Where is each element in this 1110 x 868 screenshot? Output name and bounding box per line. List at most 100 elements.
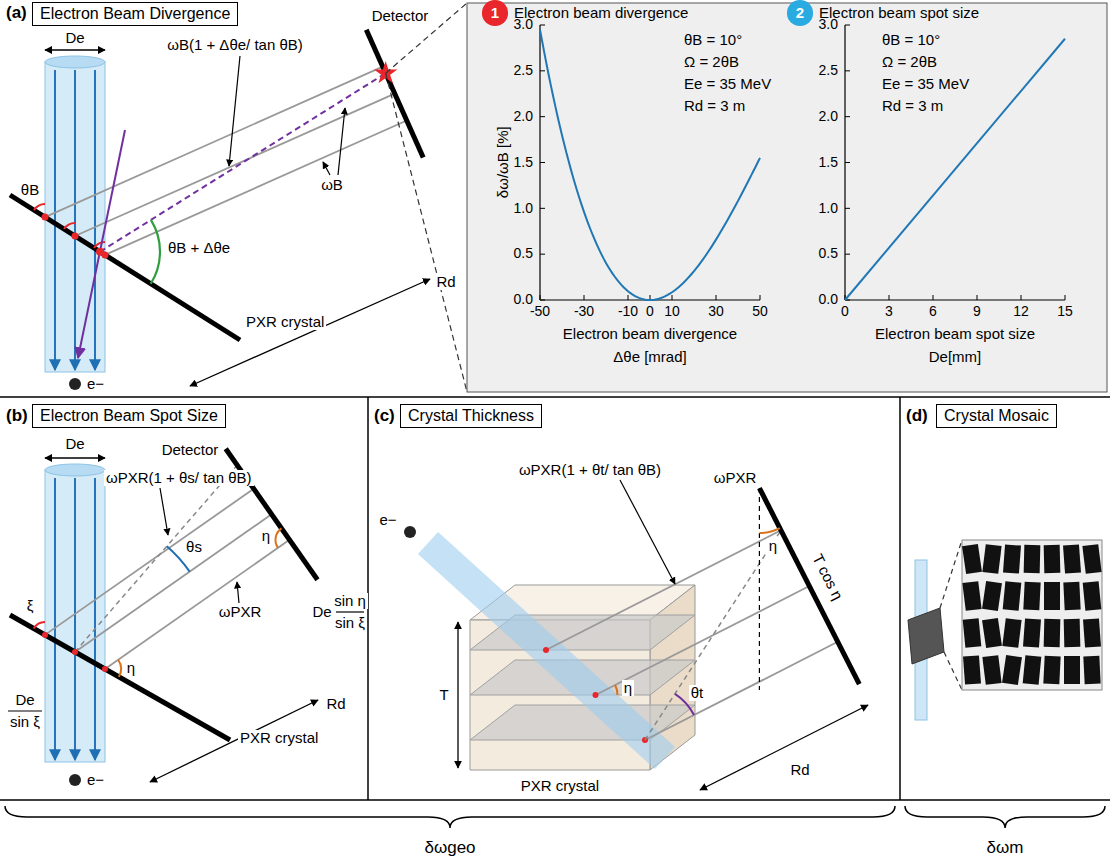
zoom-line	[940, 540, 962, 608]
figure-label: sin ξ	[8, 714, 42, 731]
distance-arrow	[700, 705, 868, 790]
thickness-arrow	[457, 622, 458, 768]
figure-label: PXR crystal	[244, 314, 326, 331]
tick	[584, 295, 585, 300]
zoom-box	[962, 540, 1102, 690]
beam-arrow	[54, 478, 56, 760]
figure-label: η	[622, 680, 634, 697]
figure-label: Electron beam spot size	[873, 326, 1037, 343]
mosaic-block	[962, 544, 982, 574]
angle-arc	[151, 220, 160, 284]
mosaic-block	[1003, 544, 1021, 573]
figure-label: 0	[644, 304, 656, 319]
figure-label: θs	[184, 539, 204, 556]
node-text: Electron Beam Spot Size	[40, 407, 218, 425]
panel-border	[899, 397, 901, 800]
beam-arrow	[74, 70, 76, 370]
figure-label: T	[437, 687, 450, 704]
beam-arrow	[94, 70, 96, 370]
figure-label: De	[63, 30, 86, 47]
panel-border	[0, 396, 1110, 398]
diffracted-ray	[75, 94, 395, 236]
distance-arrow	[190, 279, 430, 386]
angle-arc	[64, 223, 75, 229]
mosaic-block	[1064, 656, 1080, 684]
dot	[72, 649, 78, 655]
mosaic-block	[982, 581, 1002, 611]
diffracted-ray	[75, 514, 272, 652]
detector	[759, 488, 859, 684]
mosaic-block	[1063, 544, 1081, 573]
electron-beam	[428, 543, 665, 758]
diffracted-ray	[105, 121, 407, 255]
panel-title-box: Electron Beam Divergence	[32, 2, 238, 26]
figure-label: δωm	[985, 839, 1026, 858]
mosaic-block	[1002, 655, 1022, 685]
mosaic-block	[1043, 656, 1060, 685]
figure-label: 1.0	[512, 201, 535, 216]
figure-label: Electron beam spot size	[817, 5, 981, 22]
tick	[1065, 295, 1066, 300]
angle-arc	[275, 528, 281, 547]
dot	[72, 232, 79, 239]
figure-label: (a)	[4, 4, 29, 23]
tick	[716, 295, 717, 300]
figure-label: Detector	[370, 8, 431, 25]
pxr-crystal	[10, 195, 240, 340]
mosaic-crystal	[908, 608, 944, 664]
mosaic-block	[1003, 581, 1022, 610]
dimension-arrow	[45, 49, 105, 50]
figure-label: 50	[750, 304, 770, 319]
figure-label: 15	[1055, 304, 1075, 319]
figure-label: -10	[616, 304, 640, 319]
angle-arc	[615, 685, 617, 695]
zoom-line	[386, 73, 467, 392]
figure-label: (c)	[372, 407, 397, 426]
tick	[845, 70, 850, 71]
figure-label: sin ξ	[333, 615, 367, 632]
dot	[404, 526, 416, 538]
angle-arc	[759, 528, 779, 533]
mosaic-block	[1024, 545, 1041, 573]
converging-ray	[75, 465, 237, 652]
figure-label: 0	[839, 304, 851, 319]
tick	[540, 300, 545, 301]
vertical-guide	[759, 488, 760, 690]
figure-label: θB = 10°	[880, 32, 942, 49]
figure-label: 0.5	[817, 246, 840, 261]
mosaic-block	[1044, 545, 1061, 573]
pxr-crystal	[10, 615, 230, 740]
mosaic-block	[982, 655, 1001, 685]
figure-label: De	[310, 604, 333, 621]
dot	[96, 248, 104, 256]
beam-arrow	[94, 478, 96, 760]
converging-ray	[645, 530, 781, 740]
figure-label: Ee = 35 MeV	[682, 76, 773, 93]
mosaic-block	[1023, 582, 1040, 611]
figure-label: De	[13, 692, 36, 709]
callout-number: 2	[787, 0, 812, 25]
figure-label: e−	[85, 376, 106, 393]
tick	[540, 208, 545, 209]
beam-arrow	[74, 478, 76, 760]
curly-brace	[905, 806, 1105, 828]
figure-label: 12	[1011, 304, 1031, 319]
node-text: Crystal Mosaic	[944, 407, 1049, 425]
figure-label: e−	[377, 512, 398, 529]
figure-label: θB + Δθe	[166, 240, 232, 257]
figure-label: 2.0	[512, 109, 535, 124]
angle-arc	[94, 242, 105, 248]
figure-label: δω/ωB [%]	[495, 124, 512, 200]
tick	[540, 254, 545, 255]
mosaic-block	[1002, 618, 1021, 648]
figure-label: Rd	[324, 696, 347, 713]
fraction-bar	[8, 710, 42, 711]
divergent-electron	[78, 130, 125, 358]
leader-line	[620, 480, 675, 584]
figure-label: Detector	[160, 442, 221, 459]
fraction-bar	[336, 611, 364, 612]
angle-arc	[118, 660, 121, 677]
leader-line	[237, 582, 239, 603]
leader-line	[338, 108, 345, 175]
node-text: 1	[491, 4, 499, 21]
